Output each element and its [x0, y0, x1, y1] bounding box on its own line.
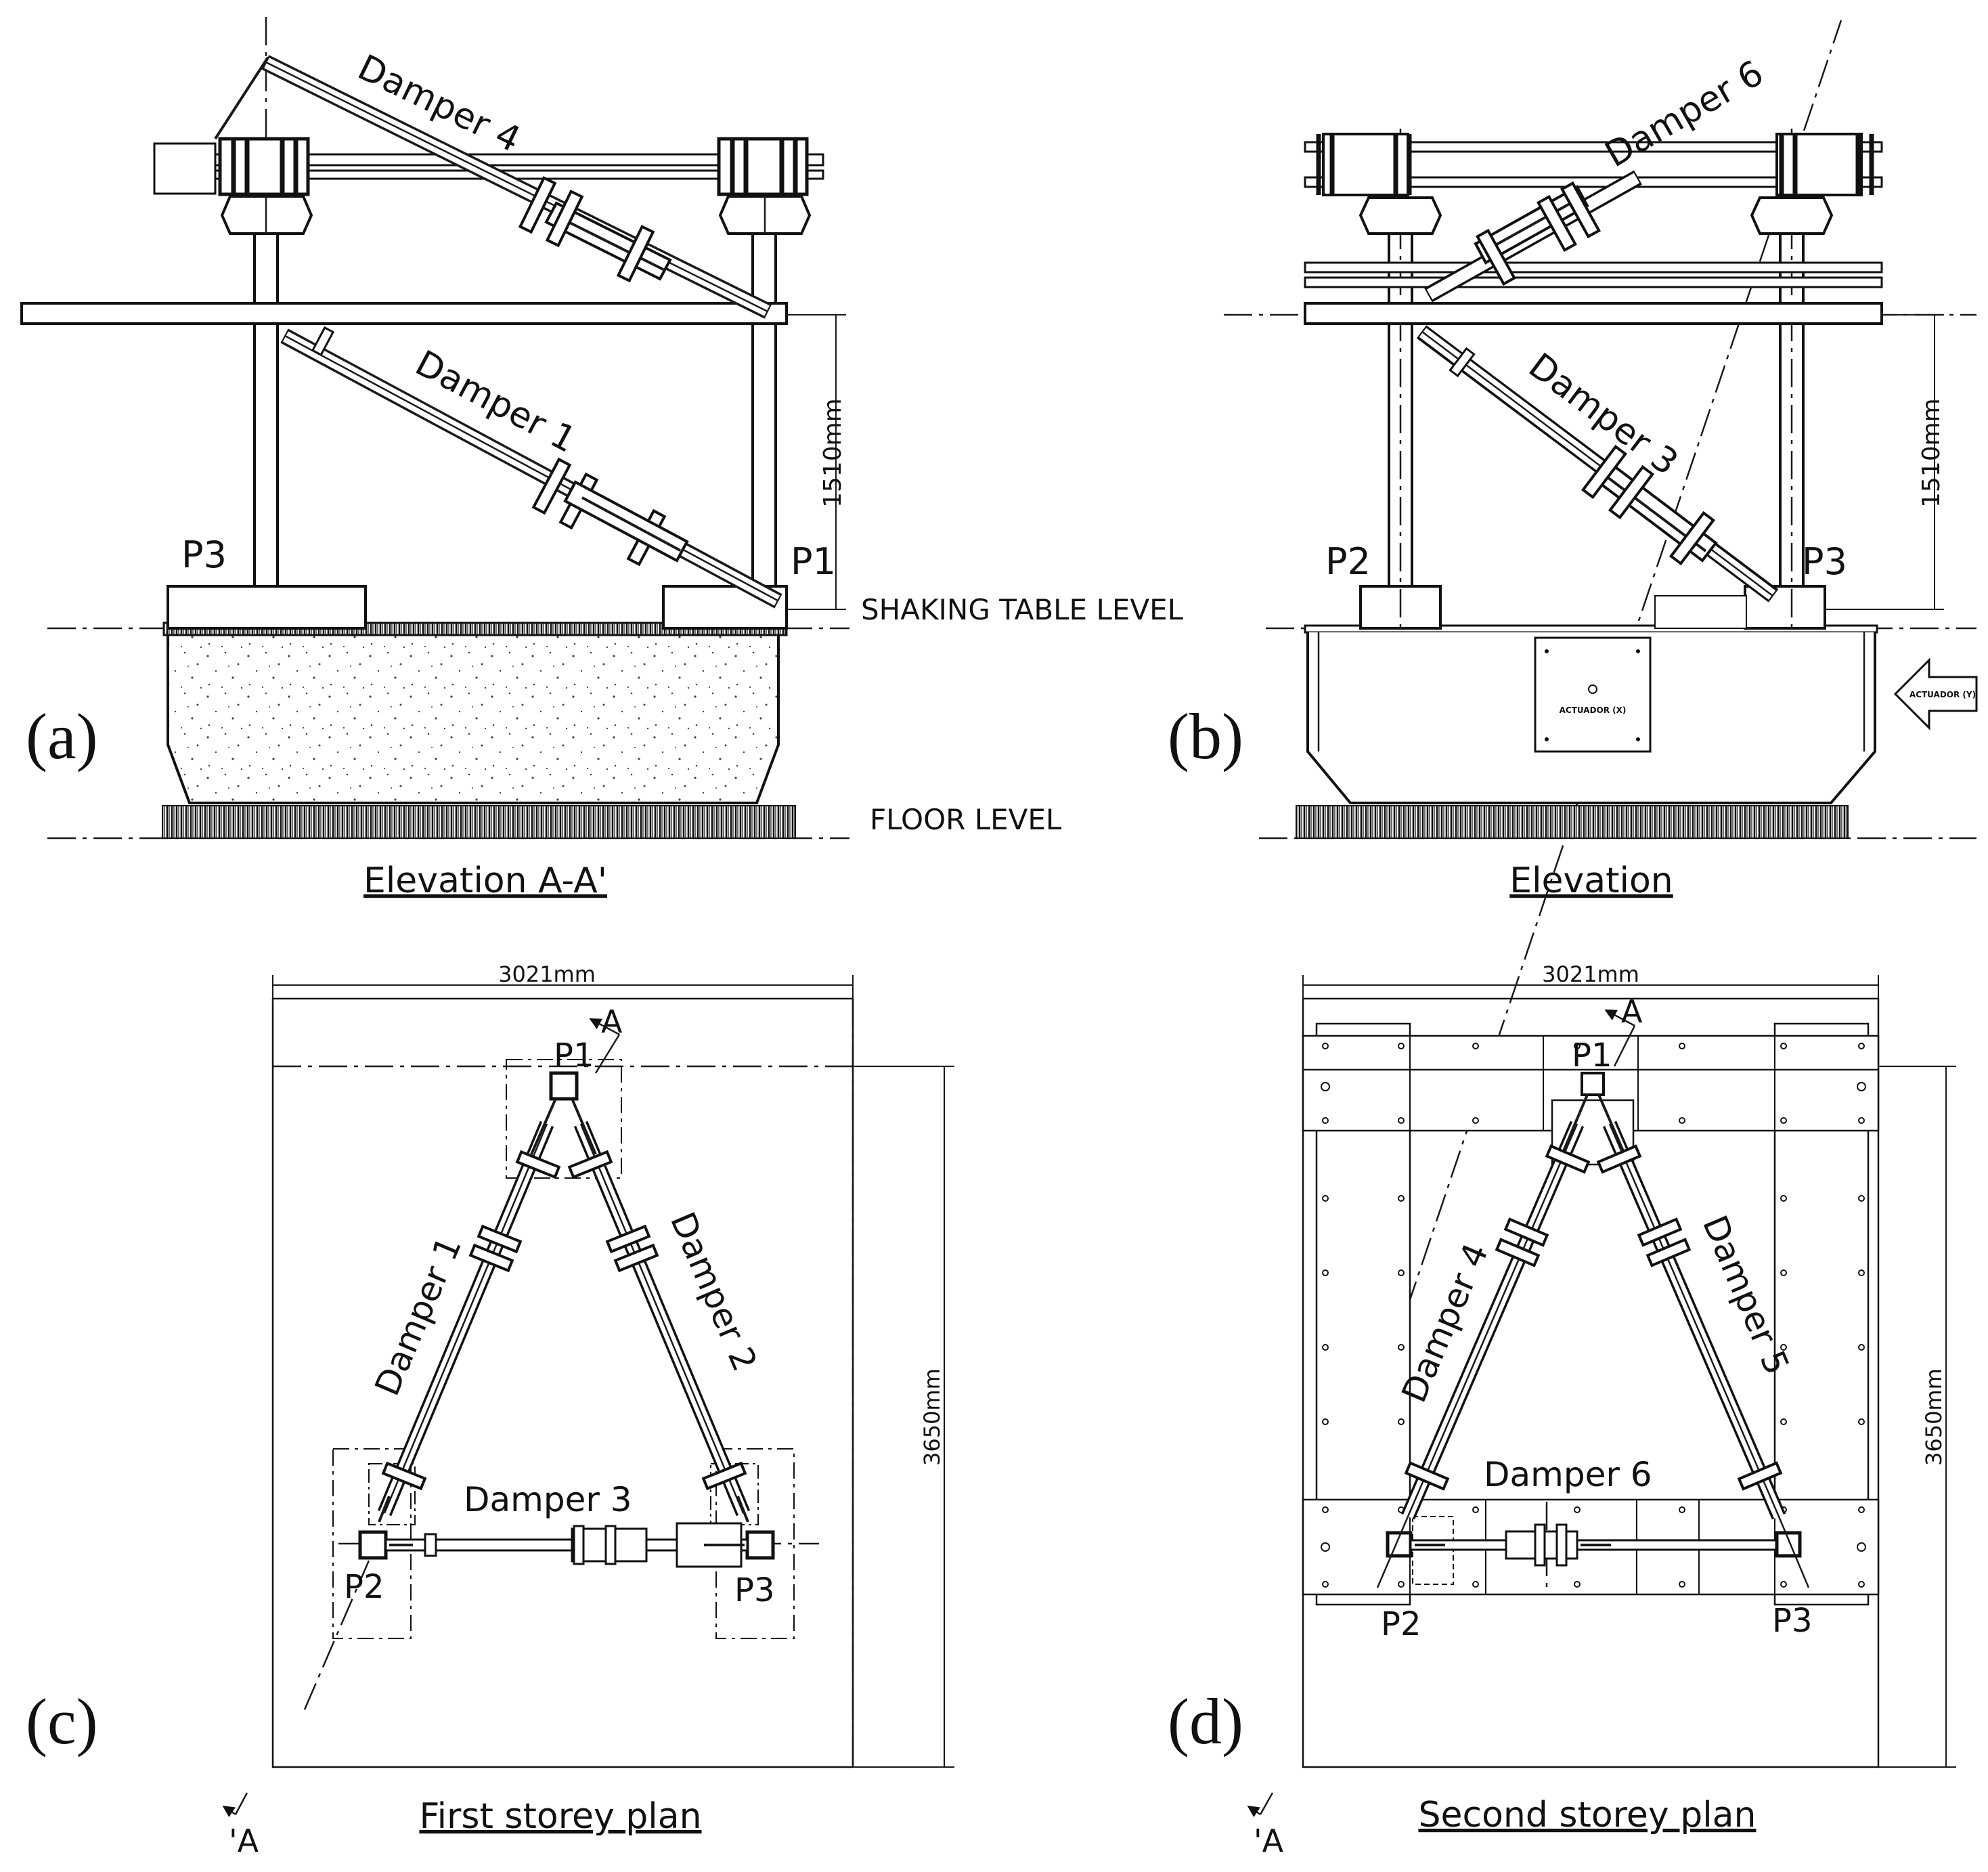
- damper-1-plan-label: Damper 1: [368, 1231, 470, 1401]
- panel-a-caption: Elevation A-A': [363, 861, 607, 901]
- node-p3-label: P3: [734, 1571, 774, 1609]
- damper-1-elevation: [280, 326, 782, 609]
- panel-d-tag: (d): [1168, 1685, 1243, 1758]
- damper-6-plan-label: Damper 6: [1484, 1455, 1652, 1494]
- node-p1-label: P1: [554, 1037, 594, 1074]
- depth-dimension-label-d: 3650mm: [1921, 1368, 1947, 1466]
- section-a-bottom-label: 'A: [229, 1823, 259, 1859]
- damper-4-plan: [1376, 1094, 1591, 1588]
- panel-d-second-storey-plan: 3021mm 3650mm A P1 P2 P3 Damper 4 Damper…: [1168, 961, 1956, 1859]
- node-p2-label-d: P2: [1381, 1605, 1421, 1643]
- damper-2-plan: [567, 1100, 751, 1523]
- panel-c-caption: First storey plan: [419, 1796, 701, 1837]
- bolt-holes: [1321, 1043, 1866, 1588]
- actuator-y-label: ACTUADOR (Y): [1909, 690, 1976, 699]
- panel-c-tag: (c): [26, 1685, 98, 1758]
- section-a-top-label: A: [601, 1003, 623, 1040]
- shaking-table-level-label: SHAKING TABLE LEVEL: [861, 593, 1184, 626]
- floor-level-label: FLOOR LEVEL: [870, 803, 1062, 836]
- column-p3-label: P3: [181, 534, 227, 576]
- panel-d-caption: Second storey plan: [1418, 1795, 1756, 1835]
- damper-1-plan: [377, 1100, 561, 1523]
- panel-b-caption: Elevation: [1509, 861, 1673, 901]
- panel-a-tag: (a): [26, 700, 98, 772]
- panel-b-tag: (b): [1168, 700, 1243, 772]
- damper-6-plan: [1409, 1523, 1777, 1567]
- width-dimension-label-d: 3021mm: [1542, 961, 1639, 987]
- section-a-top-label-d: A: [1621, 993, 1643, 1030]
- column-p3-label-b: P3: [1802, 540, 1847, 583]
- damper-6-elevation: [1424, 170, 1642, 303]
- node-p2-label: P2: [344, 1568, 384, 1606]
- section-a-bottom-label-d: 'A: [1254, 1823, 1284, 1859]
- damper-5-plan: [1596, 1094, 1810, 1588]
- height-dimension-label: 1510mm: [819, 398, 847, 508]
- width-dimension-label: 3021mm: [498, 961, 596, 987]
- depth-dimension-label: 3650mm: [919, 1368, 945, 1466]
- column-p1-label: P1: [791, 540, 836, 583]
- damper-6-label: Damper 6: [1599, 53, 1771, 175]
- height-dimension-label-b: 1510mm: [1918, 398, 1945, 508]
- node-p1-label-d: P1: [1572, 1037, 1612, 1074]
- damper-3-elevation: [1416, 325, 1779, 603]
- node-p3-label-d: P3: [1772, 1602, 1812, 1640]
- damper-3-plan: [384, 1522, 749, 1568]
- damper-3-plan-label: Damper 3: [464, 1480, 632, 1519]
- panel-c-first-storey-plan: 3021mm 3650mm A P1 P2 P3 Damper 1 Damper…: [26, 961, 954, 1859]
- actuator-x-label: ACTUADOR (X): [1560, 705, 1627, 715]
- damper-4-elevation: [261, 55, 772, 319]
- column-p2-label: P2: [1325, 540, 1371, 583]
- panel-a-elevation: Damper 4 Damper 1 P3 P1 1510mm SHAKING T…: [20, 17, 1184, 901]
